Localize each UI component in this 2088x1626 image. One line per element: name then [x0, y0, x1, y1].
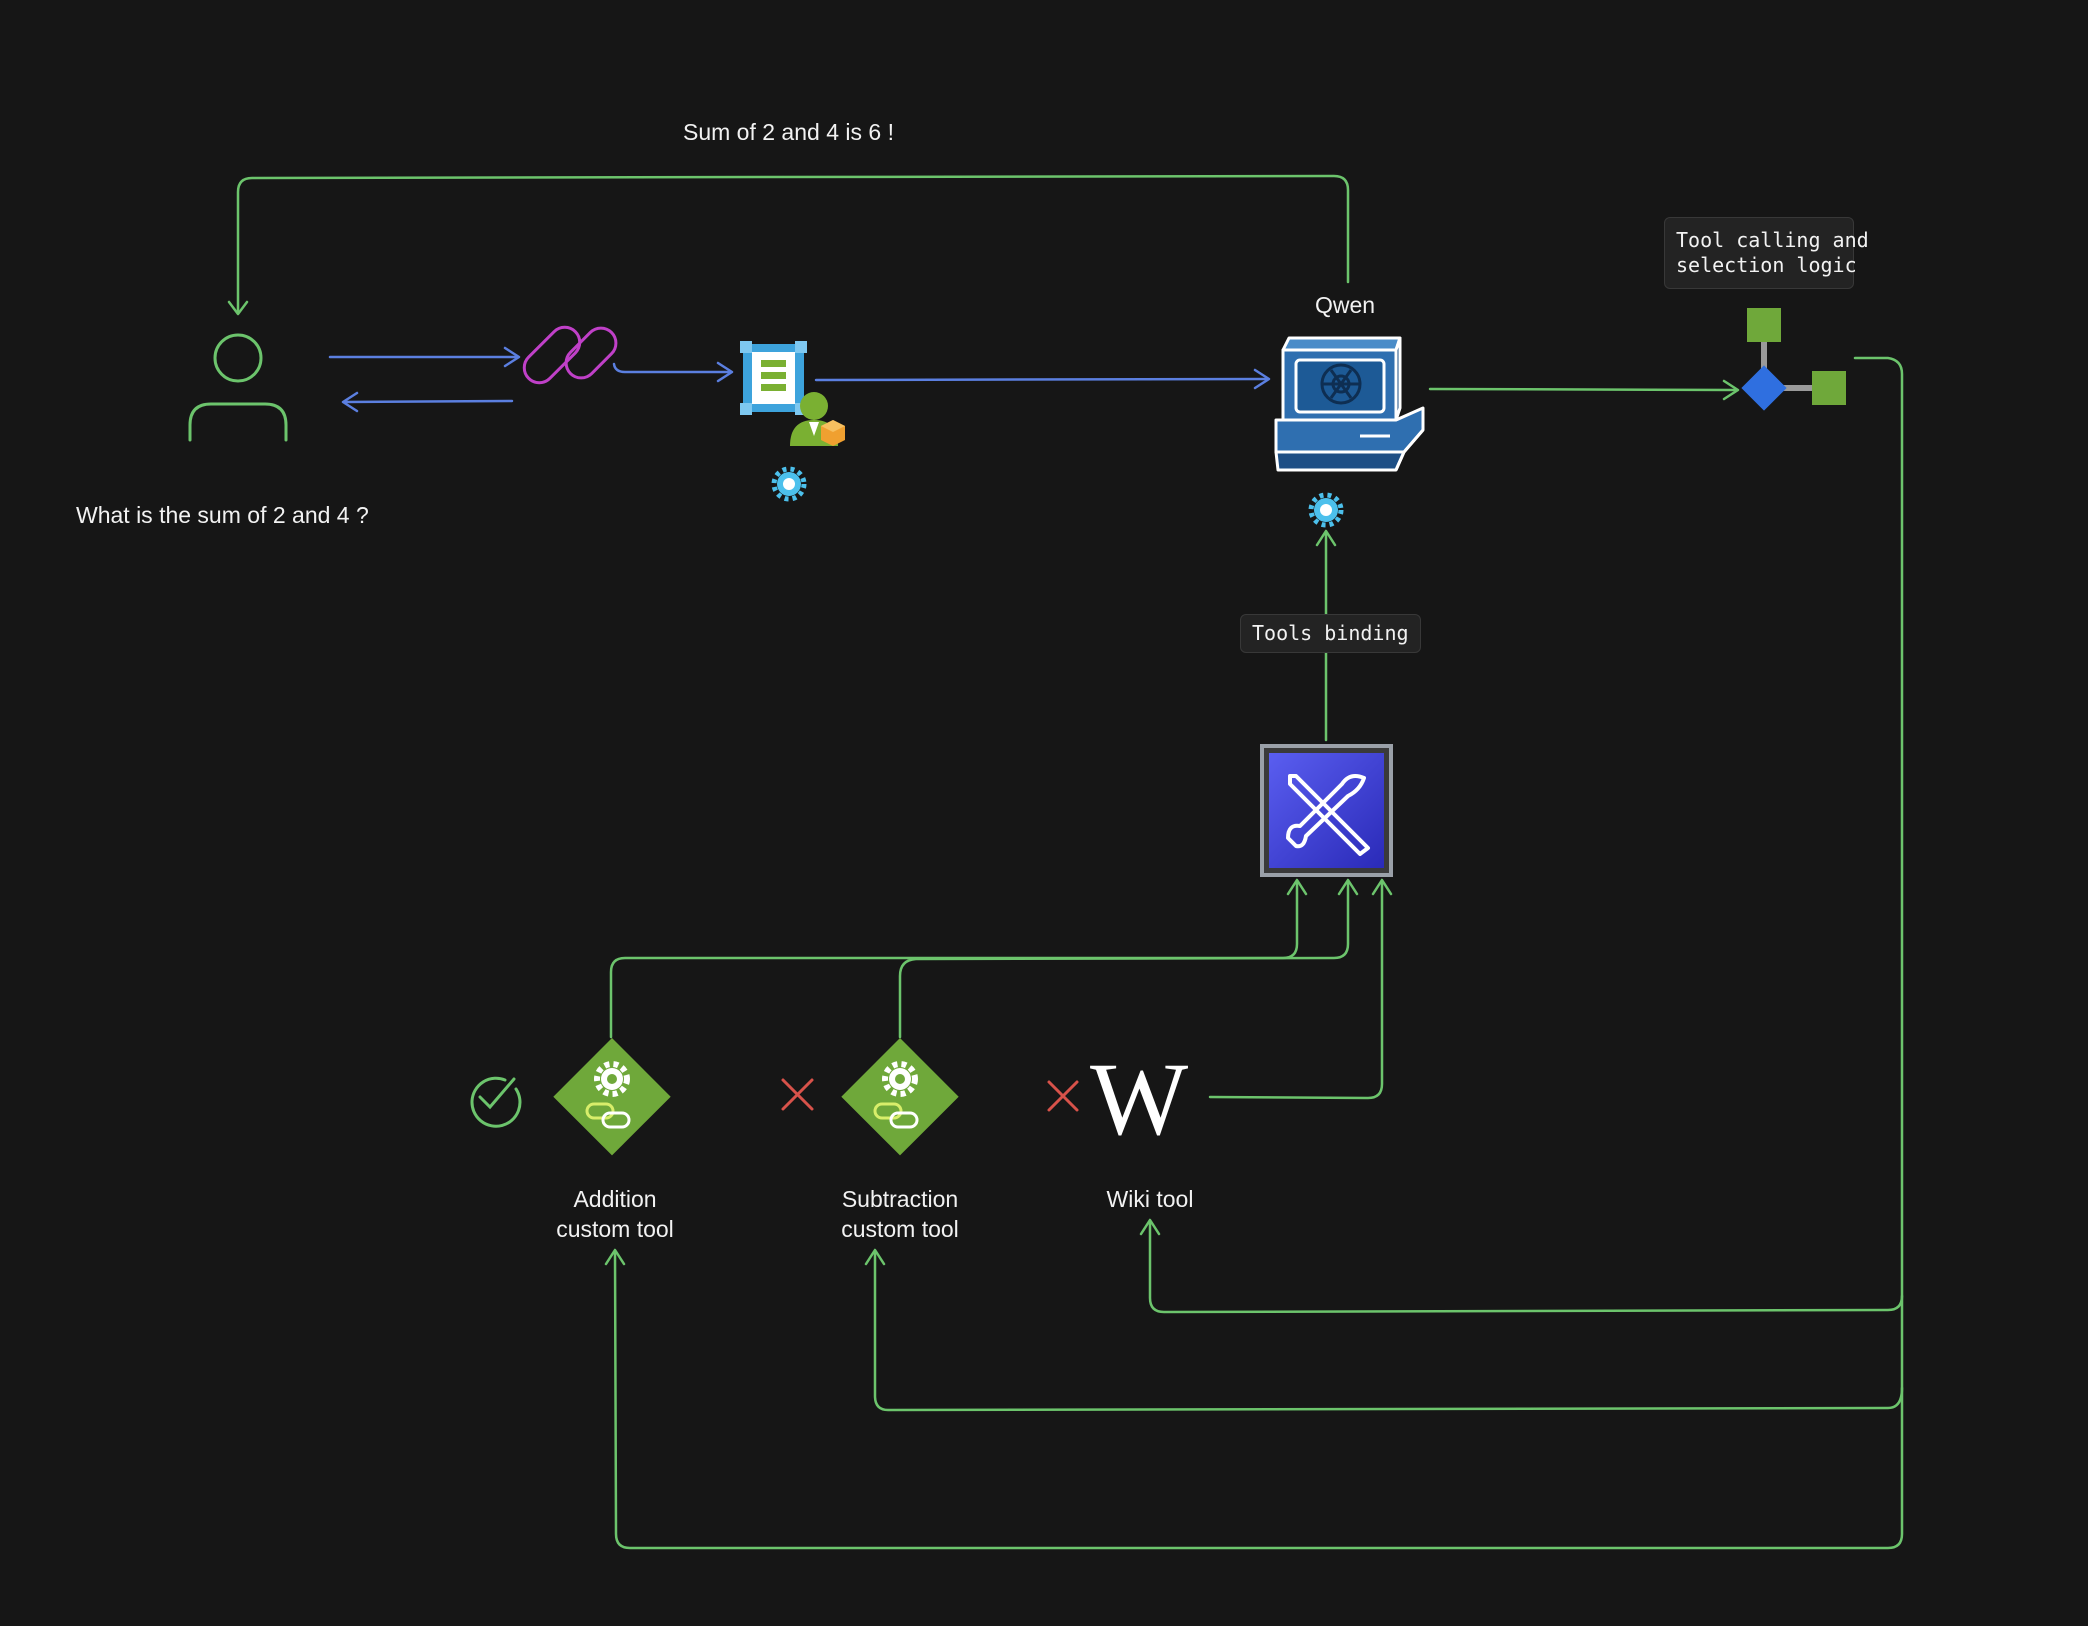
subtraction-tool-label: Subtraction custom tool: [841, 1186, 959, 1242]
wiki-arrowhead: [1139, 1218, 1161, 1236]
selection-logic-box: Tool calling and selection logic: [1664, 217, 1869, 289]
chain-to-user-connector: [343, 399, 514, 404]
computer-openai-icon: [1274, 336, 1425, 472]
gear-icon: [771, 466, 807, 502]
response-label: Sum of 2 and 4 is 6 !: [683, 119, 894, 145]
chain-to-prompt-arrowhead: [716, 361, 734, 383]
gear-icon: [1308, 492, 1344, 528]
tools-binding-arrowhead: [1315, 529, 1337, 547]
prompt-agent-icon: [740, 341, 845, 446]
chain-to-prompt-connector: [612, 362, 732, 374]
cross-icon: [781, 1078, 814, 1111]
tools-arrowhead-1: [1286, 878, 1308, 896]
wiki-tool-icon: W: [1090, 1042, 1189, 1157]
subtraction-tool-icon: [841, 1038, 959, 1156]
cross-icon: [1047, 1080, 1079, 1112]
subtraction-to-tools-connector: [898, 880, 1350, 1039]
tools-arrowhead-3: [1371, 878, 1393, 896]
tools-arrowhead-2: [1337, 878, 1359, 896]
tools-icon: [1260, 744, 1393, 877]
response-arrowhead: [227, 300, 249, 316]
llm-to-selection-connector: [1428, 387, 1739, 392]
response-connector: [236, 174, 1350, 314]
user-to-chain-arrowhead: [503, 346, 521, 368]
addition-tool-icon: [553, 1038, 671, 1156]
prompt-to-llm-connector: [814, 377, 1269, 382]
llm-to-selection-arrowhead: [1722, 379, 1740, 401]
subtraction-feedback-connector: [873, 1250, 1904, 1412]
selection-to-tools-connector: [613, 356, 1904, 1550]
check-circle-icon: [470, 1076, 522, 1128]
wiki-to-tools-connector: [1208, 880, 1384, 1100]
chain-to-user-arrowhead: [341, 391, 359, 413]
subtraction-arrowhead: [864, 1248, 886, 1266]
addition-arrowhead: [604, 1248, 626, 1266]
openai-logo-icon: [1320, 363, 1362, 405]
link-icon: [522, 325, 618, 385]
question-label: What is the sum of 2 and 4 ?: [76, 502, 369, 528]
wiki-feedback-connector: [1148, 1220, 1904, 1314]
prompt-to-llm-arrowhead: [1253, 368, 1271, 390]
decision-node-icon: [1741, 308, 1846, 411]
llm-label: Qwen: [1315, 292, 1376, 318]
wiki-tool-label: Wiki tool: [1106, 1186, 1194, 1212]
user-icon: [188, 333, 288, 442]
addition-tool-label: Addition custom tool: [556, 1186, 674, 1242]
tools-binding-box: Tools binding: [1240, 614, 1421, 653]
